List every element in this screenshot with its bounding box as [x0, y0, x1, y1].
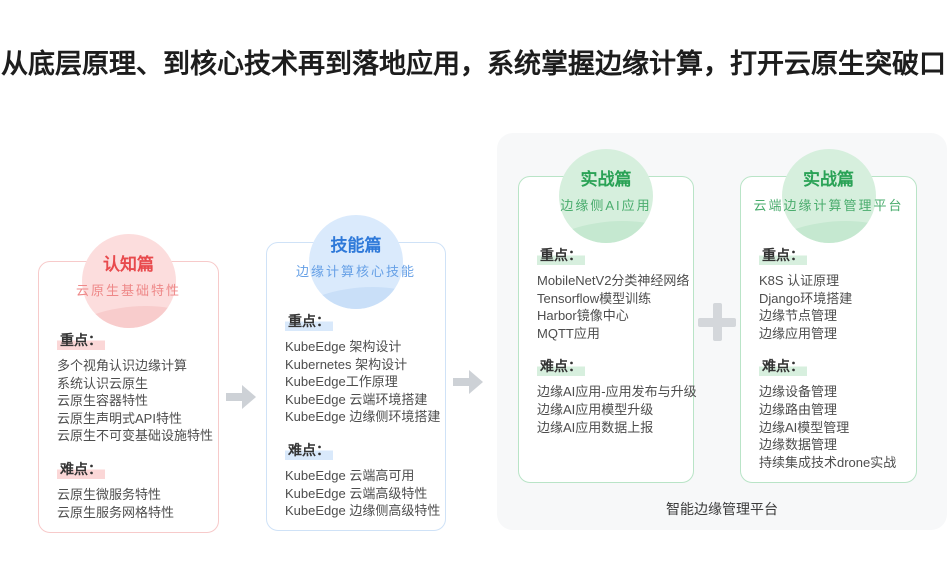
list-item: 边缘节点管理 — [759, 308, 838, 324]
page-title: 从底层原理、到核心技术再到落地应用，系统掌握边缘计算，打开云原生突破口 — [1, 49, 946, 79]
difficulty-list: 边缘AI应用-应用发布与升级边缘AI应用模型升级边缘AI应用数据上报 — [537, 383, 697, 436]
list-item: MQTT应用 — [537, 325, 600, 341]
stage-content: 重点： 多个视角认识边缘计算系统认识云原生云原生容器特性云原生声明式API特性云… — [57, 330, 214, 521]
stage-head: 实战篇 云端边缘计算管理平台 — [741, 168, 916, 214]
list-item: 持续集成技术drone实战 — [759, 454, 897, 470]
list-item: 边缘AI模型管理 — [759, 419, 850, 435]
focus-list: 多个视角认识边缘计算系统认识云原生云原生容器特性云原生声明式API特性云原生不可… — [57, 357, 214, 445]
list-item: KubeEdge 云端环境搭建 — [285, 391, 428, 407]
list-item: 边缘应用管理 — [759, 325, 838, 341]
list-item: KubeEdge 架构设计 — [285, 339, 402, 354]
difficulty-label: 难点： — [285, 439, 333, 460]
focus-list: K8S 认证原理 Django环境搭建边缘节点管理边缘应用管理 — [759, 272, 904, 342]
stage-badge-circle — [781, 149, 876, 243]
list-item: 云原生微服务特性 — [57, 486, 162, 502]
arrow-right-icon — [226, 385, 258, 409]
stage-badge: 认知篇 — [103, 255, 154, 274]
list-item: 边缘路由管理 — [759, 401, 838, 417]
list-item: 边缘AI应用数据上报 — [537, 419, 654, 435]
stage-card-edge-ai: 实战篇 边缘侧AI应用 重点： MobileNetV2分类神经网络 Tensorf… — [518, 149, 697, 483]
difficulty-list: KubeEdge 云端高可用 KubeEdge 云端高级特性 KubeEdge 边缘… — [285, 467, 441, 520]
wave-decoration — [781, 214, 876, 243]
list-item: MobileNetV2分类神经网络 — [537, 273, 690, 288]
list-item: 边缘AI应用模型升级 — [537, 401, 654, 417]
focus-label: 重点： — [759, 245, 807, 265]
stage-card-cloud-manager: 实战篇 云端边缘计算管理平台 重点： K8S 认证原理 Django环境搭建边缘节… — [740, 149, 917, 483]
list-item: 云原生服务网格特性 — [57, 504, 175, 520]
stage-badge-circle — [81, 234, 176, 328]
stage-head: 技能篇 边缘计算核心技能 — [267, 234, 445, 280]
list-item: Harbor镜像中心 — [537, 308, 629, 324]
arrow-right-icon — [453, 370, 485, 394]
practice-panel: 实战篇 边缘侧AI应用 重点： MobileNetV2分类神经网络 Tensorf… — [497, 133, 947, 530]
difficulty-list: 边缘设备管理边缘路由管理边缘AI模型管理边缘数据管理持续集成技术drone实战 — [759, 383, 904, 471]
wave-decoration — [81, 299, 176, 328]
stage-badge: 实战篇 — [580, 170, 632, 189]
stage-subtitle: 边缘计算核心技能 — [295, 264, 416, 279]
plus-icon — [698, 303, 736, 341]
difficulty-label: 难点： — [57, 458, 105, 479]
wave-decoration — [309, 280, 403, 309]
list-item: KubeEdge 云端高级特性 — [285, 485, 428, 501]
difficulty-label: 难点： — [759, 356, 807, 377]
list-item: Kubernetes 架构设计 — [285, 356, 408, 372]
list-item: Django环境搭建 — [759, 290, 853, 306]
difficulty-label: 难点： — [537, 356, 585, 377]
stage-head: 实战篇 边缘侧AI应用 — [519, 168, 693, 214]
focus-list: KubeEdge 架构设计 Kubernetes 架构设计 KubeEdge工作原理… — [285, 338, 441, 426]
focus-list: MobileNetV2分类神经网络 Tensorflow模型训练 Harbor镜像中… — [537, 272, 690, 342]
difficulty-list: 云原生微服务特性云原生服务网格特性 — [57, 486, 206, 521]
stage-badge: 实战篇 — [803, 170, 854, 189]
stage-subtitle: 云原生基础特性 — [75, 283, 181, 298]
list-item: KubeEdge工作原理 — [285, 374, 398, 390]
stage-badge-circle — [309, 215, 403, 309]
focus-label: 重点： — [57, 330, 105, 350]
stage-card-skill: 技能篇 边缘计算核心技能 重点： KubeEdge 架构设计 Kubernetes… — [266, 215, 446, 531]
list-item: 云原生声明式API特性 — [57, 410, 182, 426]
stage-badge: 技能篇 — [330, 236, 382, 255]
stage-subtitle: 边缘侧AI应用 — [560, 198, 652, 213]
stage-card-cognition: 认知篇 云原生基础特性 重点： 多个视角认识边缘计算系统认识云原生云原生容器特性… — [38, 234, 219, 533]
stage-head: 认知篇 云原生基础特性 — [39, 253, 218, 299]
list-item: KubeEdge 边缘侧高级特性 — [285, 503, 441, 519]
wave-decoration — [559, 214, 653, 243]
panel-footer-label: 智能边缘管理平台 — [666, 501, 778, 517]
stage-badge-circle — [559, 149, 653, 243]
list-item: KubeEdge 云端高可用 — [285, 467, 415, 483]
focus-label: 重点： — [537, 245, 585, 265]
list-item: 云原生容器特性 — [57, 393, 149, 409]
focus-label: 重点： — [285, 311, 333, 331]
list-item: 系统认识云原生 — [57, 375, 149, 391]
list-item: 边缘设备管理 — [759, 384, 838, 400]
stage-content: 重点： MobileNetV2分类神经网络 Tensorflow模型训练 Harbo… — [537, 245, 697, 436]
list-item: 云原生不可变基础设施特性 — [57, 428, 214, 444]
stage-subtitle: 云端边缘计算管理平台 — [753, 198, 904, 213]
list-item: Tensorflow模型训练 — [537, 290, 652, 306]
list-item: 多个视角认识边缘计算 — [57, 358, 188, 373]
list-item: 边缘AI应用-应用发布与升级 — [537, 384, 697, 400]
list-item: KubeEdge 边缘侧环境搭建 — [285, 409, 441, 425]
list-item: 边缘数据管理 — [759, 437, 838, 453]
list-item: K8S 认证原理 — [759, 273, 840, 288]
stage-content: 重点： K8S 认证原理 Django环境搭建边缘节点管理边缘应用管理 难点： 边… — [759, 245, 904, 471]
